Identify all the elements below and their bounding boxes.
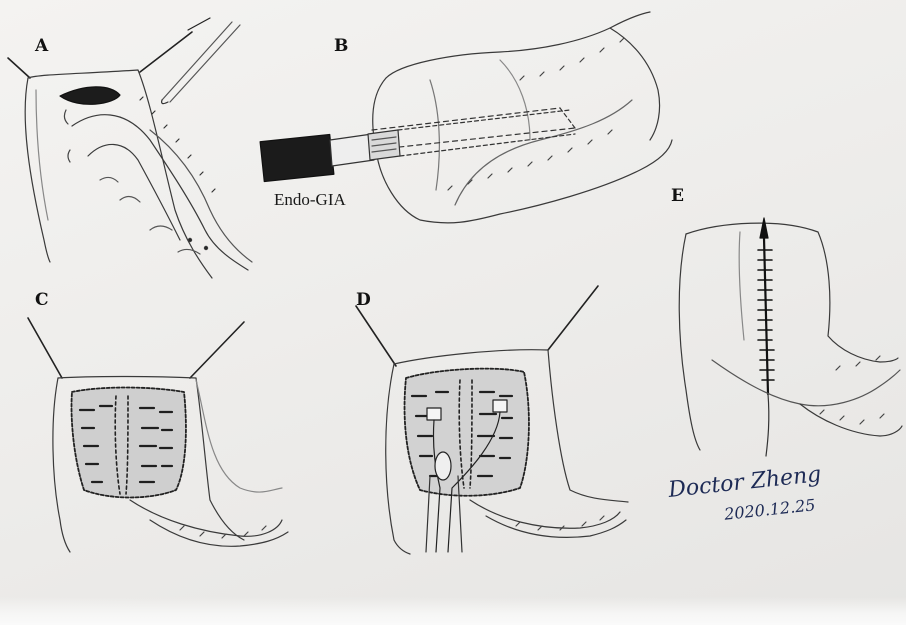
stomach-outline-e <box>686 223 898 362</box>
staple-line-b <box>372 108 575 150</box>
needle-loop <box>435 452 451 480</box>
panel-label-a: A <box>35 36 48 56</box>
stay-suture-right-c <box>190 322 244 378</box>
gastrotomy-opening <box>60 87 120 104</box>
opened-lumen-d <box>405 369 529 496</box>
stay-suture-right <box>140 32 192 72</box>
panel-e-drawing <box>679 218 902 456</box>
stay-suture-left <box>8 58 30 78</box>
stomach-outline-a <box>28 70 212 278</box>
panel-label-e: E <box>671 186 684 206</box>
panel-label-c: C <box>35 290 49 310</box>
stay-suture-left-c <box>28 318 62 378</box>
paper-edge <box>0 597 906 625</box>
panel-label-d: D <box>356 290 371 310</box>
panel-a-drawing <box>8 18 252 278</box>
suture-knot-left <box>427 408 441 420</box>
panel-c-drawing <box>28 318 288 552</box>
endo-gia-shaft <box>330 134 374 166</box>
stomach-outline-b <box>386 12 650 78</box>
panel-label-b: B <box>334 36 348 56</box>
stay-suture-right-d <box>548 286 598 350</box>
suture-knot-right <box>493 400 507 412</box>
stay-suture-left-d <box>356 306 396 366</box>
panel-d-drawing <box>356 286 628 554</box>
endo-gia-handle <box>260 134 334 181</box>
instrument-label: Endo-GIA <box>274 190 346 210</box>
